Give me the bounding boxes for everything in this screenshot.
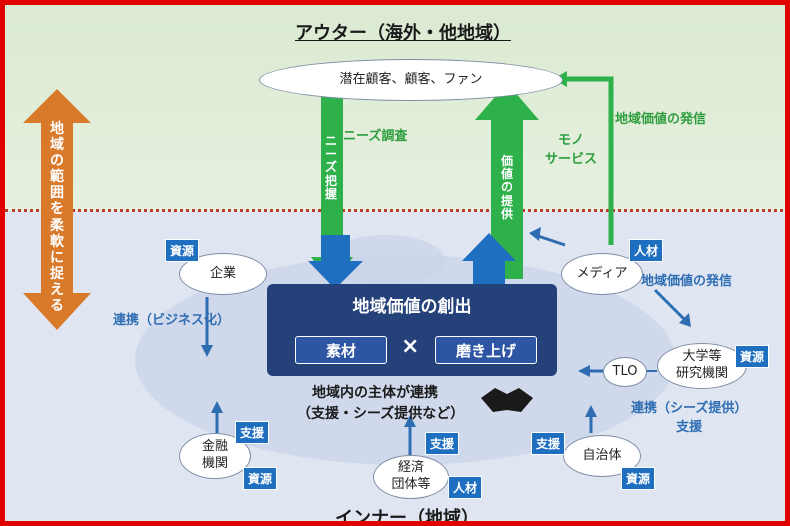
economy-ellipse: 経済 団体等 — [373, 455, 449, 499]
support-tag-finance: 支援 — [235, 421, 270, 444]
mono-service-label: モノ サービス — [545, 133, 598, 167]
municipality-label: 自治体 — [582, 447, 622, 463]
needs-grasp-label: ニーズ把握 — [324, 134, 337, 201]
cooperation-line2: （支援・シーズ提供など） — [297, 406, 465, 422]
region-divider — [5, 209, 785, 212]
company-label: 企業 — [209, 265, 236, 281]
handshake-icon — [481, 388, 533, 412]
customers-ellipse: 潜在顧客、顧客、ファン — [259, 59, 563, 101]
university-label: 大学等 研究機関 — [675, 349, 728, 381]
polish-pill: 磨き上げ — [435, 336, 537, 364]
regional-value-send-label: 地域価値の発信 — [615, 112, 707, 127]
times-symbol: × — [401, 334, 420, 359]
company-ellipse: 企業 — [179, 253, 267, 295]
tlo-ellipse: TLO — [603, 357, 647, 387]
human-tag-media: 人材 — [629, 239, 664, 262]
seeds-link-label: 連携（シーズ提供） 支援 — [631, 401, 748, 435]
material-pill: 素材 — [295, 336, 387, 364]
finance-label: 金融 機関 — [201, 439, 228, 471]
resource-tag-university: 資源 — [735, 345, 770, 368]
outer-title: アウター（海外・他地域） — [295, 23, 511, 44]
inner-title: インナー（地域） — [335, 508, 479, 526]
resource-tag-company: 資源 — [165, 239, 200, 262]
business-link-label: 連携（ビジネス化） — [113, 313, 231, 328]
value-provide-label: 価値の提供 — [500, 154, 513, 221]
resource-tag-municipality: 資源 — [621, 467, 656, 490]
media-label: メディア — [576, 265, 628, 281]
support-tag-economy: 支援 — [425, 432, 460, 455]
university-ellipse: 大学等 研究機関 — [657, 343, 747, 389]
resource-tag-finance: 資源 — [243, 467, 278, 490]
economy-label: 経済 団体等 — [391, 460, 431, 492]
outer-region — [5, 5, 785, 211]
left-arrow-label: 地域の範囲を柔軟に捉える — [50, 121, 64, 315]
cooperation-line1: 地域内の主体が連携 — [312, 385, 438, 401]
human-tag-economy: 人材 — [448, 476, 483, 499]
customers-label: 潜在顧客、顧客、ファン — [339, 71, 483, 87]
finance-ellipse: 金融 機関 — [179, 433, 251, 479]
tlo-label: TLO — [612, 363, 638, 379]
support-tag-municipality: 支援 — [531, 432, 566, 455]
media-ellipse: メディア — [561, 253, 643, 295]
center-title: 地域価値の創出 — [352, 297, 472, 317]
center-box: 地域価値の創出 素材 × 磨き上げ — [267, 284, 557, 376]
media-send-label: 地域価値の発信 — [641, 274, 733, 289]
needs-survey-label: ニーズ調査 — [343, 129, 408, 144]
municipality-ellipse: 自治体 — [563, 435, 641, 477]
